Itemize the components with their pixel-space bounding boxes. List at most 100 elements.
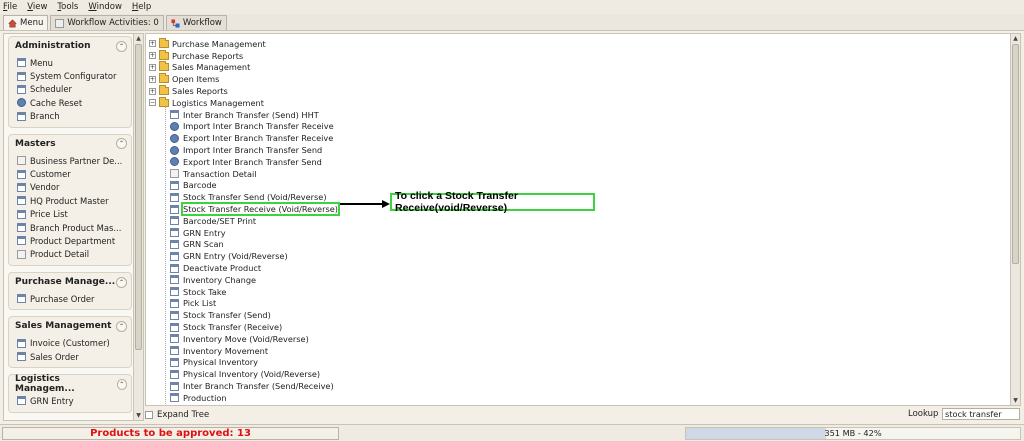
scroll-down-icon[interactable]: ▼ — [1013, 397, 1018, 404]
sidebar-item[interactable]: Purchase Order — [17, 292, 131, 305]
sidebar-item[interactable]: HQ Product Master — [17, 194, 131, 207]
tree-item[interactable]: Import Inter Branch Transfer Send — [170, 144, 322, 156]
sidebar-item[interactable]: Sales Order — [17, 350, 131, 363]
tree-item[interactable]: Export Inter Branch Transfer Receive — [170, 132, 333, 144]
menu-window[interactable]: Window — [88, 2, 122, 12]
tree-item[interactable]: Stock Transfer Send (Void/Reverse) — [170, 191, 327, 203]
sidebar-item[interactable]: Business Partner De... — [17, 154, 131, 167]
tree-item[interactable]: Stock Transfer Receive (Void/Reverse) — [170, 202, 340, 217]
tab-workflow-activities[interactable]: Workflow Activities: 0 — [50, 15, 164, 30]
tree-folder[interactable]: + Sales Reports — [149, 85, 228, 97]
sidebar-panel-header[interactable]: Purchase Manage...⌃ — [9, 273, 131, 291]
doc-icon — [170, 275, 179, 285]
expand-tree-checkbox[interactable] — [145, 410, 153, 419]
tree-item[interactable]: Transaction Detail — [170, 168, 257, 180]
menu-view[interactable]: View — [27, 2, 48, 12]
doc-icon — [170, 216, 179, 226]
sidebar-item[interactable]: Invoice (Customer) — [17, 336, 131, 349]
tree-folder-label: Sales Reports — [172, 86, 228, 97]
expand-icon[interactable]: + — [149, 87, 156, 95]
sidebar-item[interactable]: Vendor — [17, 181, 131, 194]
sidebar-item[interactable]: Branch Product Mas... — [17, 221, 131, 234]
tree-scrollbar[interactable]: ▲ ▼ — [1010, 34, 1020, 405]
scroll-up-icon[interactable]: ▲ — [136, 35, 141, 42]
expand-icon[interactable]: + — [149, 40, 156, 48]
lookup-input[interactable]: stock transfer — [942, 408, 1020, 420]
sidebar-item[interactable]: Branch — [17, 110, 131, 123]
tree-item[interactable]: Pick List — [170, 298, 216, 310]
expand-icon[interactable]: + — [149, 52, 156, 60]
sidebar-item[interactable]: Price List — [17, 208, 131, 221]
collapse-icon[interactable]: ⌃ — [116, 40, 127, 52]
expand-icon[interactable]: + — [149, 63, 156, 71]
tab-menu[interactable]: Menu — [3, 15, 49, 30]
tree-folder[interactable]: +Sales Management — [149, 61, 250, 74]
sidebar-panel-header[interactable]: Logistics Managem...⌃ — [9, 374, 131, 394]
tree-item[interactable]: GRN Entry (Void/Reverse) — [170, 250, 288, 262]
tree-item[interactable]: Inter Branch Transfer (Send/Receive) — [170, 380, 334, 392]
tree-item[interactable]: Stock Transfer (Receive) — [170, 321, 282, 333]
sidebar-panel-header[interactable]: Administration⌃ — [9, 37, 131, 55]
tab-workflow[interactable]: Workflow — [165, 15, 227, 30]
menu-help[interactable]: Help — [131, 2, 152, 12]
doc-icon — [170, 204, 179, 214]
memory-indicator[interactable]: 351 MB - 42% — [685, 427, 1021, 440]
tree-item[interactable]: GRN Scan — [170, 239, 224, 251]
tree-item[interactable]: Inter Branch Transfer (Send) HHT — [170, 109, 319, 121]
sidebar-scroll-thumb[interactable] — [135, 44, 142, 350]
tree-item-label: Export Inter Branch Transfer Send — [183, 156, 322, 167]
tree-item[interactable]: Deactivate Product — [170, 262, 261, 274]
collapse-icon[interactable]: − — [149, 99, 156, 107]
tree-item-label: Inter Branch Transfer (Send) HHT — [183, 109, 319, 120]
sidebar-item[interactable]: Customer — [17, 167, 131, 180]
sidebar-item[interactable]: Product Department — [17, 234, 131, 247]
doc-icon — [17, 84, 26, 94]
sidebar-item[interactable]: Menu — [17, 56, 131, 69]
collapse-icon[interactable]: ⌃ — [116, 276, 127, 288]
sidebar-panel-header[interactable]: Sales Management⌃ — [9, 317, 131, 335]
scroll-down-icon[interactable]: ▼ — [136, 412, 141, 419]
tree-item[interactable]: Stock Take — [170, 286, 226, 298]
tree-item[interactable]: Physical Inventory — [170, 357, 258, 369]
tree-item-label: Stock Transfer (Receive) — [183, 322, 283, 333]
tree-item[interactable]: Inventory Movement — [170, 345, 268, 357]
collapse-icon[interactable]: ⌃ — [116, 320, 127, 332]
sidebar-item[interactable]: Scheduler — [17, 83, 131, 96]
tree-item[interactable]: Import Inter Branch Transfer Receive — [170, 121, 334, 133]
tree-item[interactable]: Inventory Move (Void/Reverse) — [170, 333, 309, 345]
tree-item[interactable]: Barcode — [170, 180, 217, 192]
tree-scroll-thumb[interactable] — [1012, 44, 1019, 264]
tree-item[interactable]: Return to Vendor — [170, 404, 252, 406]
tree-item[interactable]: GRN Entry — [170, 227, 226, 239]
sidebar-item-label: Branch — [30, 111, 60, 122]
tree-folder[interactable]: +Purchase Management — [149, 37, 266, 50]
sidebar-panel-header[interactable]: Masters⌃ — [9, 135, 131, 153]
scroll-up-icon[interactable]: ▲ — [1013, 35, 1018, 42]
tree-item-label: Pick List — [183, 298, 217, 309]
tree-item[interactable]: Barcode/SET Print — [170, 215, 256, 227]
approval-status[interactable]: Products to be approved: 13 — [2, 427, 339, 440]
folder-icon — [159, 73, 169, 84]
tree-item[interactable]: Export Inter Branch Transfer Send — [170, 156, 322, 168]
tree-folder[interactable]: −Logistics Management — [149, 96, 264, 109]
tree-item[interactable]: Production — [170, 392, 227, 404]
menu-file[interactable]: File — [3, 2, 18, 12]
collapse-icon[interactable]: ⌃ — [116, 378, 127, 390]
doc-icon — [17, 294, 26, 304]
tree-item[interactable]: Physical Inventory (Void/Reverse) — [170, 368, 320, 380]
menu-tools[interactable]: Tools — [57, 2, 79, 12]
expand-icon[interactable]: + — [149, 75, 156, 83]
tree-item[interactable]: Stock Transfer (Send) — [170, 309, 271, 321]
sidebar-item[interactable]: Cache Reset — [17, 96, 131, 109]
tree-item[interactable]: Inventory Change — [170, 274, 256, 286]
sidebar-item[interactable]: System Configurator — [17, 69, 131, 82]
doc-icon — [170, 180, 179, 190]
sidebar-item[interactable]: GRN Entry — [17, 394, 131, 407]
sidebar-scrollbar[interactable]: ▲ ▼ — [133, 34, 143, 420]
tree-folder[interactable]: +Purchase Reports — [149, 49, 243, 62]
collapse-icon[interactable]: ⌃ — [116, 138, 127, 150]
sidebar-item[interactable]: Product Detail — [17, 248, 131, 261]
window-icon — [55, 18, 65, 28]
tree-folder[interactable]: +Open Items — [149, 73, 219, 85]
